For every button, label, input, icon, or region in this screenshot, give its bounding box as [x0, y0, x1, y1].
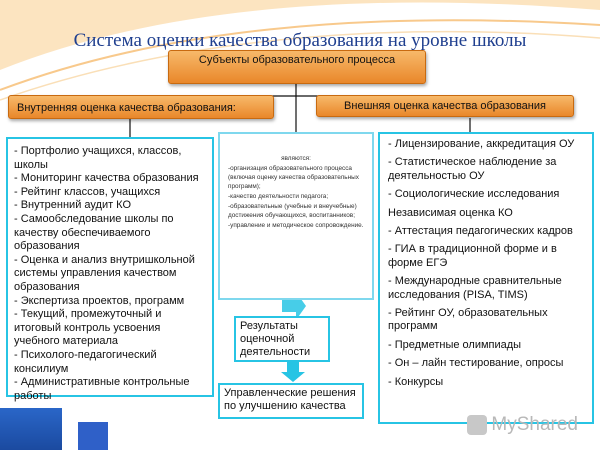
internal-item: - Административные контрольные работы — [14, 376, 190, 402]
decisions-box: Управленческие решения по улучшению каче… — [218, 383, 364, 419]
internal-header-box: Внутренняя оценка качества образования: — [8, 95, 274, 119]
center-item: -организация образовательного процесса (… — [228, 165, 359, 190]
center-criteria-box: являются: -организация образовательного … — [218, 132, 374, 300]
external-item: - Конкурсы — [388, 375, 444, 388]
internal-item: - Внутренний аудит КО — [14, 199, 132, 212]
results-box: Результаты оценочной деятельности — [234, 316, 330, 362]
internal-item: - Текущий, промежуточный и итоговый конт… — [14, 308, 162, 348]
internal-item: - Психолого-педагогический консилиум — [14, 348, 157, 375]
subjects-box: Субъекты образовательного процесса — [168, 50, 426, 84]
external-item: - ГИА в традиционной форме и в форме ЕГЭ — [388, 243, 557, 269]
results-label: Результаты оценочной деятельности — [240, 320, 311, 358]
center-item: -управление и методическое сопровождение… — [228, 222, 364, 229]
external-item: Независимая оценка КО — [388, 206, 513, 219]
external-item: - Лицензирование, аккредитация ОУ — [388, 138, 575, 150]
page-title: Система оценки качества образования на у… — [73, 30, 527, 51]
external-header-label: Внешняя оценка качества образования — [344, 100, 546, 112]
internal-item: - Экспертиза проектов, программ — [14, 294, 185, 307]
center-item: -качество деятельности педагога; — [228, 193, 329, 200]
external-item: - Социологические исследования — [388, 188, 560, 201]
corner-logo-icon — [0, 408, 62, 450]
internal-item: - Мониторинг качества образования — [14, 172, 199, 185]
corner-square-decoration — [78, 422, 108, 450]
center-item: -образовательные (учебные и внеучебные) … — [228, 203, 357, 219]
external-item: - Аттестация педагогических кадров — [388, 225, 573, 238]
internal-header-label: Внутренняя оценка качества образования: — [17, 102, 236, 114]
internal-list-box: - Портфолио учащихся, классов, школы - М… — [6, 137, 214, 402]
external-item: - Он – лайн тестирование, опросы — [388, 357, 564, 370]
internal-item: - Рейтинг классов, учащихся — [14, 185, 161, 198]
internal-item: - Оценка и анализ внутришкольной системы… — [14, 253, 195, 293]
watermark-text: MyShared — [491, 414, 578, 435]
center-item: являются: — [281, 155, 311, 162]
subjects-label: Субъекты образовательного процесса — [198, 54, 396, 66]
watermark: MyShared — [467, 414, 578, 436]
external-header-box: Внешняя оценка качества образования — [316, 95, 574, 117]
external-item: - Статистическое наблюдение за деятельно… — [388, 156, 557, 182]
internal-item: - Самообследование школы по качеству обе… — [14, 212, 174, 253]
external-item: - Рейтинг ОУ, образовательных программ — [388, 307, 548, 333]
decisions-label: Управленческие решения по улучшению каче… — [224, 387, 356, 412]
internal-item: - Портфолио учащихся, классов, школы — [14, 145, 182, 171]
watermark-logo-icon — [467, 415, 488, 435]
external-list-box: - Лицензирование, аккредитация ОУ - Стат… — [378, 132, 594, 424]
external-item: - Предметные олимпиады — [388, 338, 522, 351]
external-item: - Международные сравнительные исследован… — [388, 275, 562, 301]
